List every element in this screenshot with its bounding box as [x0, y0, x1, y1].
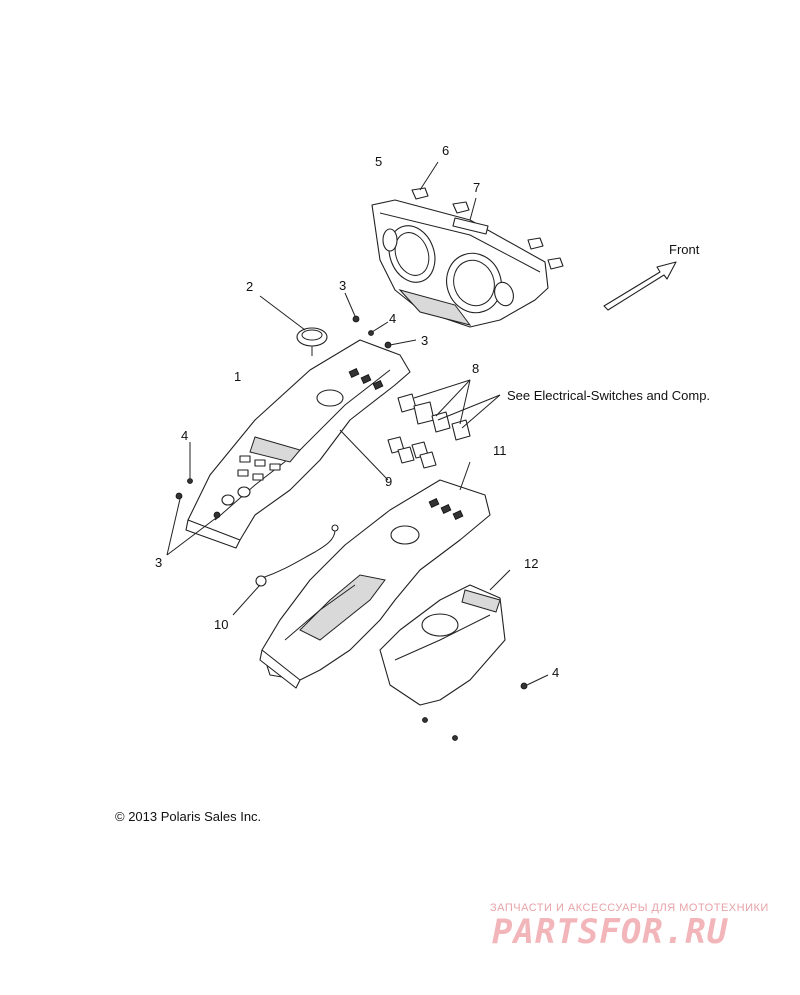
switches-part-8	[397, 379, 501, 441]
callouts: 1 2 3 3 3 4 4 4 5 6 7 8 9 10 11 12	[155, 143, 559, 680]
gauge-housing-part-5	[371, 199, 549, 328]
callout-3-left: 3	[155, 555, 162, 570]
callout-4-top: 4	[389, 311, 396, 326]
copyright-text: © 2013 Polaris Sales Inc.	[115, 809, 262, 824]
front-label: Front	[669, 242, 700, 257]
callout-9: 9	[385, 474, 392, 489]
console-upper-panel-part-1	[185, 339, 411, 549]
callout-6: 6	[442, 143, 449, 158]
cable-part-10	[232, 524, 339, 616]
callout-11: 11	[493, 443, 507, 458]
watermark-logo: PARTSFOR.RU	[492, 912, 729, 952]
electrical-switches-note: See Electrical-Switches and Comp.	[507, 388, 710, 403]
callout-4-bottom: 4	[552, 665, 559, 680]
front-direction-arrow	[603, 261, 677, 311]
callout-12: 12	[524, 556, 538, 571]
callout-3-right: 3	[421, 333, 428, 348]
callout-4-left: 4	[181, 428, 188, 443]
label-bar-part-7	[452, 197, 489, 235]
bezel-part-9	[339, 429, 437, 481]
callout-1: 1	[234, 369, 241, 384]
callout-2: 2	[246, 279, 253, 294]
callout-5: 5	[375, 154, 382, 169]
clip-part-6	[411, 161, 564, 270]
callout-10: 10	[214, 617, 228, 632]
side-cover-part-12	[379, 569, 511, 706]
knob-part-2	[259, 295, 328, 356]
callout-8: 8	[472, 361, 479, 376]
callout-7: 7	[473, 180, 480, 195]
screws-group	[166, 292, 549, 741]
console-lower-body-part-11	[259, 461, 491, 689]
watermark-tagline: ЗАПЧАСТИ И АКСЕССУАРЫ ДЛЯ МОТОТЕХНИКИ	[490, 902, 769, 914]
callout-3-top: 3	[339, 278, 346, 293]
